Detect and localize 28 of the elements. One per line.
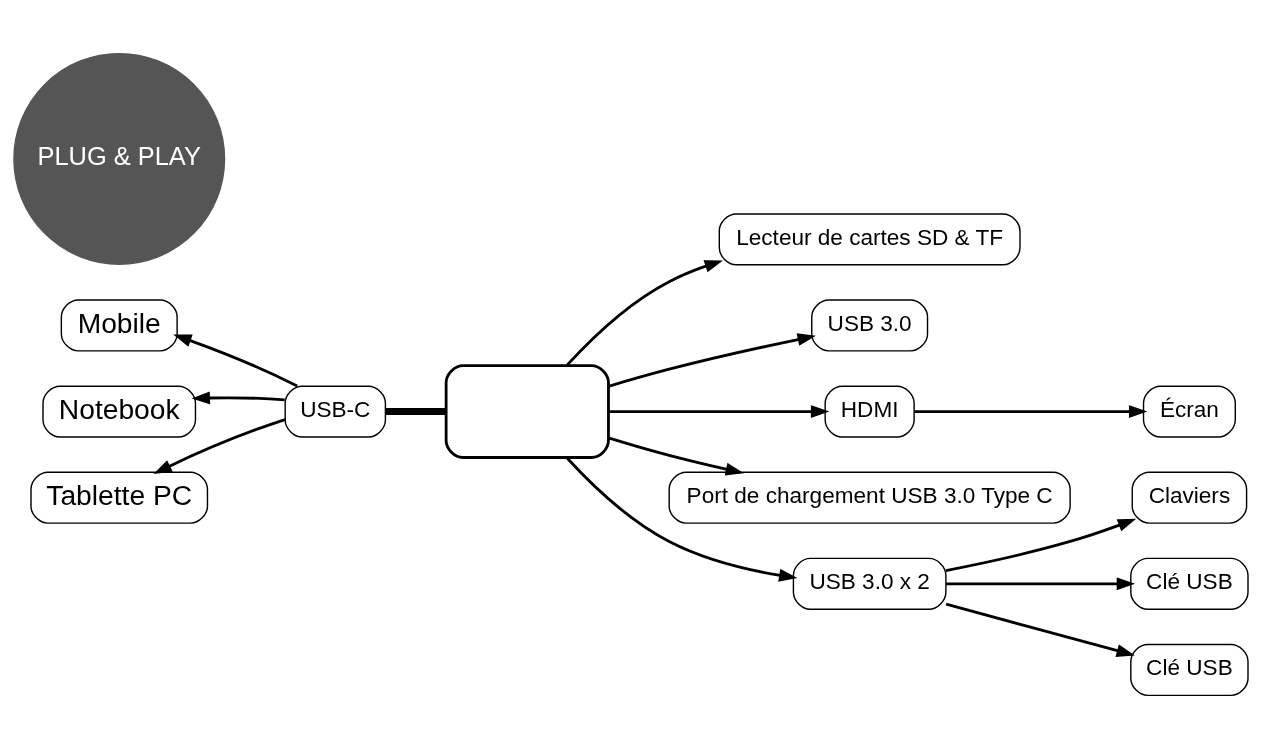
node-box: USB-C: [284, 384, 387, 438]
arrow: [608, 332, 816, 388]
node-box: Clé USB: [1130, 643, 1249, 696]
node-box: Claviers: [1131, 471, 1248, 524]
node-box: Tablette PC: [30, 471, 209, 524]
arrow: [945, 602, 1135, 657]
node-box: Écran: [1142, 384, 1236, 438]
node-box: Mobile: [60, 298, 178, 352]
arrow: [946, 576, 1136, 590]
arrow: [608, 436, 744, 475]
arrow: [191, 391, 285, 404]
node-box: USB 3.0 x 2: [792, 557, 947, 610]
node-box: HDMI: [824, 384, 915, 438]
node-box: Notebook: [42, 384, 197, 438]
node-box: USB 3.0: [811, 298, 929, 352]
arrow: [173, 334, 298, 387]
node-box: Clé USB: [1130, 557, 1249, 610]
node-box: Port de chargement USB 3.0 Type C: [668, 471, 1071, 524]
arrow: [153, 417, 286, 474]
node-circle: PLUG & PLAY: [13, 52, 226, 265]
arrow: [914, 404, 1148, 418]
arrow: [608, 404, 830, 418]
node-box: Lecteur de cartes SD & TF: [718, 212, 1021, 265]
connector: [385, 407, 446, 415]
arrow: [566, 456, 798, 582]
arrow: [566, 259, 723, 366]
node-box: [444, 363, 610, 459]
arrow: [945, 518, 1137, 572]
